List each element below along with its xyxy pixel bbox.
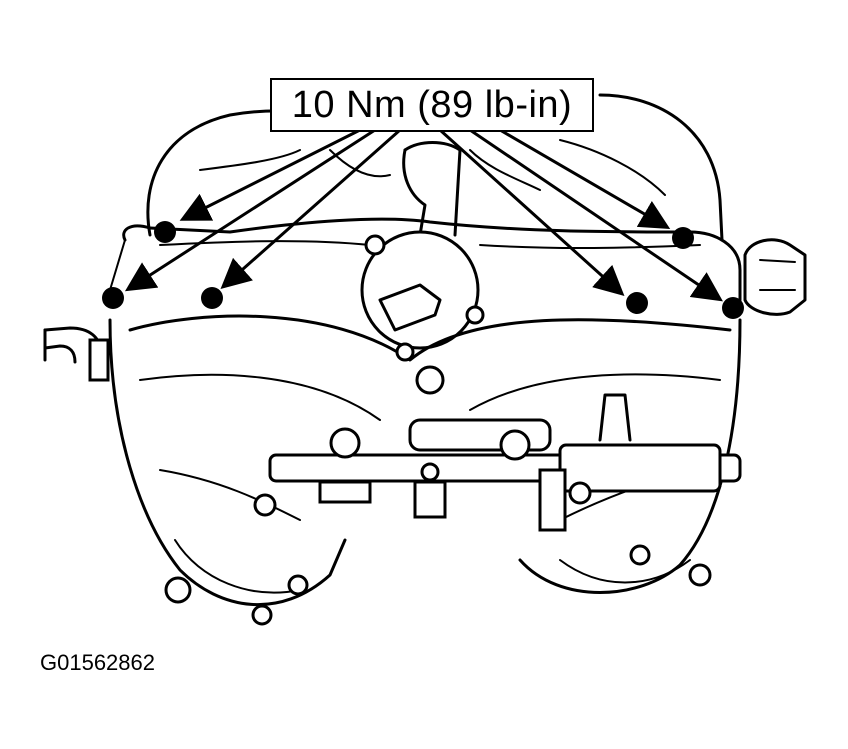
bolt-left-outer [102,287,124,309]
bolt-left-upper [154,221,176,243]
bolt-right-outer [722,297,744,319]
callout-arrows [124,128,723,302]
fuel-rail [268,393,742,532]
torque-bolts [102,221,744,319]
bolt-right-inner [626,292,648,314]
figure-id-label: G01562862 [40,650,155,675]
vacuum-nipple-left [43,326,110,382]
sensor-connector-right [743,238,807,316]
bolt-left-inner [201,287,223,309]
lower-bosses [164,342,712,626]
torque-callout: 10 Nm (89 lb-in) [270,78,594,132]
center-elbow-tube [360,141,485,350]
bolt-right-upper [672,227,694,249]
